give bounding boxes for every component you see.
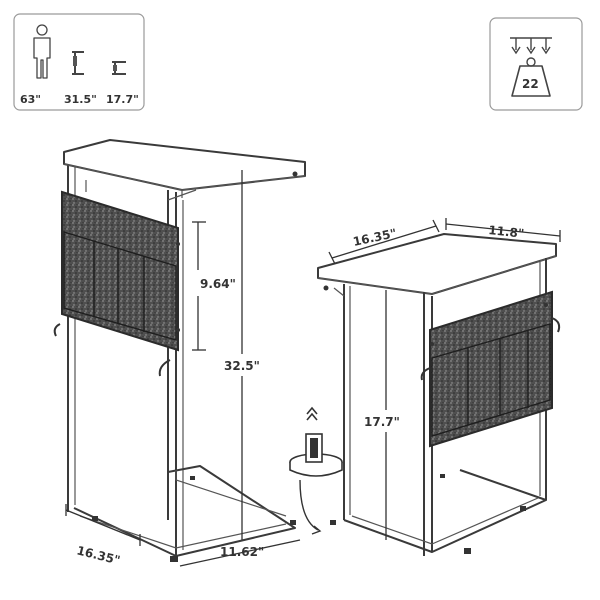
right-foot-1: [330, 520, 336, 525]
left-foot-3: [290, 520, 296, 525]
left-hook-2: [158, 359, 171, 377]
down-arrows-icon: [510, 37, 552, 55]
left-foot-1: [92, 516, 98, 521]
left-foot-4: [190, 476, 195, 480]
tall-table-icon: [72, 51, 84, 75]
weight-icon: [511, 57, 551, 97]
table-height-label-main: 32.5": [224, 359, 260, 373]
person-icon: [33, 24, 51, 79]
low-height-label: 17.7": [106, 93, 139, 106]
right-table-view: [317, 233, 561, 556]
right-foot-3: [520, 506, 526, 511]
right-hook-1: [551, 317, 561, 333]
right-storage-pocket: [429, 290, 553, 448]
weight-capacity-value: 22: [522, 77, 539, 91]
left-hook-1: [53, 323, 61, 337]
leveling-foot-icon: [289, 406, 343, 535]
base-depth-label: 16.35": [75, 543, 121, 567]
left-table-view: [53, 139, 306, 562]
top-width-label: 11.8": [488, 223, 525, 241]
bottom-height-label: 17.7": [364, 415, 400, 429]
short-table-icon: [112, 61, 126, 75]
left-foot-2: [170, 556, 178, 562]
base-width-label: 11.62": [220, 545, 264, 559]
weight-capacity-panel: 22: [489, 17, 583, 111]
person-height-label: 63": [20, 93, 41, 106]
left-storage-pocket: [61, 190, 179, 352]
table-height-label: 31.5": [64, 93, 97, 106]
left-table-dimensions: 9.64" 32.5" 16.35" 11.62": [65, 170, 301, 568]
right-foot-2: [464, 548, 471, 554]
right-hook-2: [420, 367, 431, 381]
size-comparison-panel: 63" 31.5" 17.7": [13, 13, 145, 111]
pocket-height-label: 9.64": [200, 277, 236, 291]
left-table-top: [63, 139, 306, 191]
right-foot-4: [440, 474, 445, 478]
